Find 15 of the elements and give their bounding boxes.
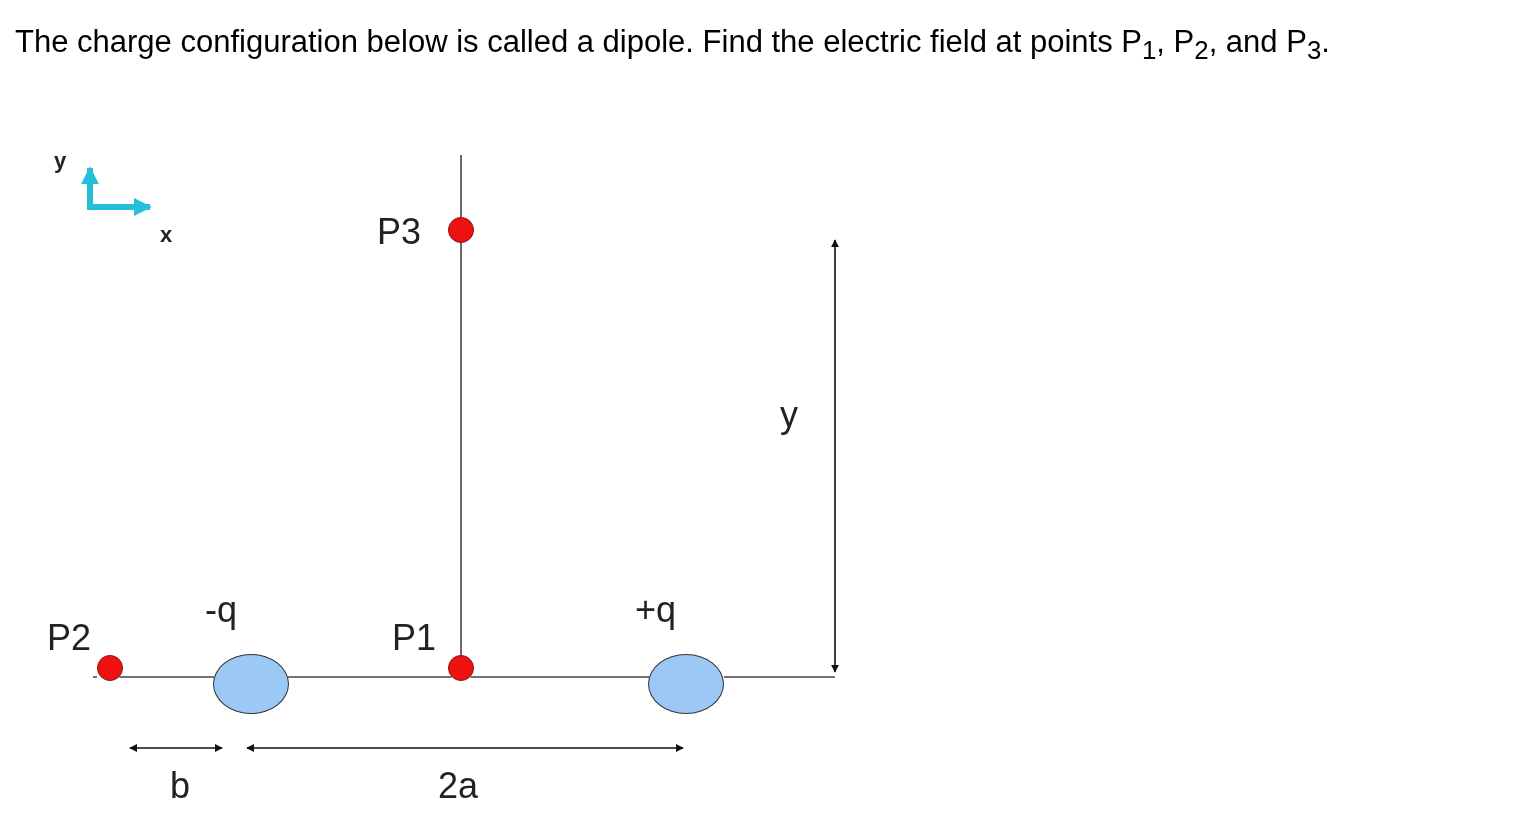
dimension-label: y (780, 395, 798, 435)
axis-label: y (54, 148, 67, 174)
dimension-label: b (170, 766, 191, 806)
point-label: P1 (392, 618, 437, 658)
line (469, 676, 650, 678)
line (118, 676, 215, 678)
line (460, 242, 462, 656)
charge-label: +q (635, 590, 677, 630)
line (287, 676, 453, 678)
charge-label: -q (205, 590, 237, 630)
axis-label: x (160, 222, 173, 248)
title: The charge configuration below is called a dipole. Find the electric field at points P$_{1}$, P$_{2}$, and P$_{3}$. (15, 24, 1330, 66)
point-label: P3 (377, 212, 422, 252)
dimension-label: 2a (438, 766, 479, 806)
point-label: P2 (47, 618, 92, 658)
